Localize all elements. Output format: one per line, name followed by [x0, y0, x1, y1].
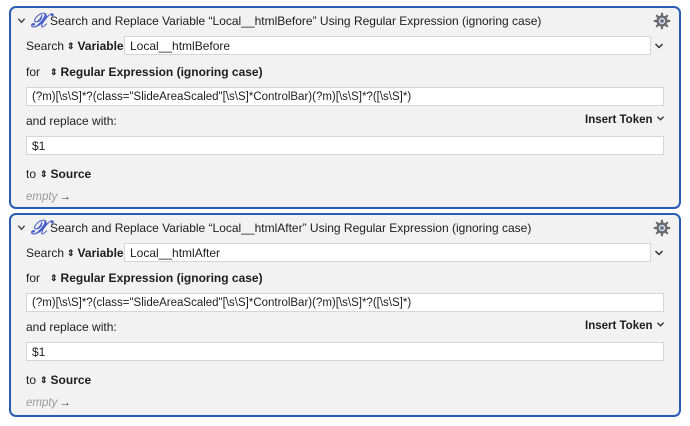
- right-arrow-icon: →: [59, 397, 71, 409]
- destination-selector[interactable]: ⇕Source: [37, 373, 91, 388]
- variable-selector-label: Variable: [77, 246, 124, 260]
- updown-icon: ⇕: [50, 67, 58, 77]
- match-mode-label: Regular Expression (ignoring case): [60, 65, 263, 79]
- search-label: Search: [26, 39, 65, 53]
- chevron-down-icon: [656, 322, 664, 327]
- variable-name-field[interactable]: Local__htmlAfter: [124, 243, 651, 262]
- to-label: to: [26, 373, 37, 387]
- replace-with-label: and replace with:: [26, 320, 117, 334]
- destination-label: Source: [50, 373, 92, 387]
- gear-icon[interactable]: [653, 219, 671, 237]
- updown-icon: ⇕: [40, 169, 48, 179]
- variable-selector[interactable]: ⇕Variable: [64, 39, 124, 54]
- disclosure-chevron-icon[interactable]: [17, 16, 26, 25]
- match-mode-label: Regular Expression (ignoring case): [60, 271, 263, 285]
- variable-selector[interactable]: ⇕Variable: [64, 246, 124, 261]
- destination-label: Source: [50, 167, 92, 181]
- insert-token-label: Insert Token: [585, 114, 653, 126]
- insert-token-button[interactable]: Insert Token: [585, 114, 665, 126]
- empty-placeholder[interactable]: empty→: [26, 191, 71, 203]
- variable-action-icon: 𝒳: [31, 215, 49, 239]
- replace-value-field[interactable]: $1: [26, 136, 664, 155]
- empty-label: empty: [26, 191, 58, 203]
- match-mode-selector[interactable]: ⇕Regular Expression (ignoring case): [47, 65, 263, 80]
- action-title[interactable]: Search and Replace Variable “Local__html…: [50, 221, 532, 235]
- action-title[interactable]: Search and Replace Variable “Local__html…: [50, 14, 542, 28]
- updown-icon: ⇕: [50, 273, 58, 283]
- match-mode-selector[interactable]: ⇕Regular Expression (ignoring case): [47, 271, 263, 286]
- for-label: for: [26, 271, 41, 285]
- empty-placeholder[interactable]: empty→: [26, 397, 71, 409]
- chevron-down-icon: [656, 116, 664, 121]
- disclosure-chevron-icon[interactable]: [17, 223, 26, 232]
- chevron-down-icon[interactable]: [654, 42, 664, 50]
- for-label: for: [26, 65, 41, 79]
- empty-label: empty: [26, 397, 58, 409]
- variable-name-field[interactable]: Local__htmlBefore: [124, 36, 651, 55]
- right-arrow-icon: →: [59, 191, 71, 203]
- chevron-down-icon[interactable]: [654, 249, 664, 257]
- search-replace-action-1: 𝒳 Search and Replace Variable “Local__ht…: [9, 6, 681, 209]
- insert-token-button[interactable]: Insert Token: [585, 320, 665, 332]
- search-replace-action-2: 𝒳 Search and Replace Variable “Local__ht…: [9, 213, 681, 417]
- gear-icon[interactable]: [653, 12, 671, 30]
- destination-selector[interactable]: ⇕Source: [37, 167, 91, 182]
- updown-icon: ⇕: [67, 248, 75, 258]
- search-label: Search: [26, 246, 65, 260]
- updown-icon: ⇕: [40, 375, 48, 385]
- action-header: 𝒳 Search and Replace Variable “Local__ht…: [11, 215, 679, 241]
- updown-icon: ⇕: [67, 41, 75, 51]
- replace-with-label: and replace with:: [26, 114, 117, 128]
- action-header: 𝒳 Search and Replace Variable “Local__ht…: [11, 8, 679, 34]
- variable-selector-label: Variable: [77, 39, 124, 53]
- insert-token-label: Insert Token: [585, 320, 653, 332]
- variable-action-icon: 𝒳: [31, 8, 49, 32]
- regex-field[interactable]: (?m)[\s\S]*?(class="SlideAreaScaled"[\s\…: [26, 87, 664, 106]
- regex-field[interactable]: (?m)[\s\S]*?(class="SlideAreaScaled"[\s\…: [26, 293, 664, 312]
- to-label: to: [26, 167, 37, 181]
- replace-value-field[interactable]: $1: [26, 342, 664, 361]
